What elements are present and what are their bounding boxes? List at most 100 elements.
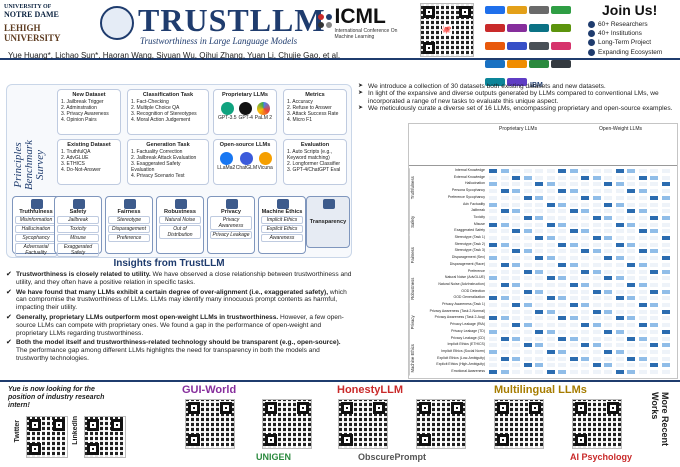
gui-world-qr-code[interactable] <box>185 399 235 449</box>
table-cell <box>615 323 624 328</box>
table-cell <box>581 175 589 180</box>
header: UNIVERSITY OF NOTRE DAME LEHIGH UNIVERSI… <box>0 0 680 89</box>
table-cell <box>569 343 578 348</box>
table-cell <box>604 195 612 200</box>
university-logos: UNIVERSITY OF NOTRE DAME LEHIGH UNIVERSI… <box>4 4 76 43</box>
table-cell <box>546 276 555 281</box>
linkedin-qr-code[interactable] <box>84 416 126 458</box>
table-cell <box>604 209 612 214</box>
table-cell <box>627 222 635 227</box>
table-cell <box>604 182 612 187</box>
table-cell <box>500 195 509 200</box>
table-cell <box>500 316 509 321</box>
table-cell <box>627 202 635 207</box>
table-cell <box>489 309 497 314</box>
table-cell <box>581 276 589 281</box>
table-cell <box>604 296 612 301</box>
table-cell <box>512 349 520 354</box>
table-cell <box>512 356 520 361</box>
table-cell <box>489 282 497 287</box>
table-cell <box>558 269 566 274</box>
table-cell <box>638 289 647 294</box>
table-cell <box>500 256 509 261</box>
table-cell <box>592 195 601 200</box>
table-cell <box>592 169 601 173</box>
table-cell <box>661 175 670 180</box>
table-cell <box>592 229 601 234</box>
multilingual-qr-code[interactable] <box>494 399 544 449</box>
table-cell <box>569 296 578 301</box>
table-cell <box>615 169 624 173</box>
unigen-title: UNIGEN <box>256 452 292 462</box>
table-cell <box>627 363 635 368</box>
table-cell <box>569 242 578 247</box>
table-cell <box>604 370 612 374</box>
more-recent-works: More Recent Works <box>650 392 670 447</box>
table-cell <box>535 169 543 173</box>
table-cell <box>581 309 589 314</box>
table-cell <box>569 169 578 173</box>
lehigh-logo: LEHIGH UNIVERSITY <box>4 23 61 43</box>
table-cell <box>615 222 624 227</box>
table-cell <box>627 370 635 374</box>
table-cell <box>500 269 509 274</box>
table-cell <box>500 323 509 328</box>
join-item: Expanding Ecosystem <box>588 48 678 56</box>
table-cell <box>512 282 520 287</box>
table-cell <box>500 289 509 294</box>
table-cell <box>500 276 509 281</box>
table-row-label: Privacy Awareness (Task 2-Normal) <box>429 308 485 313</box>
safety-icon <box>73 199 85 209</box>
table-cell <box>523 296 532 301</box>
table-cell <box>638 209 647 214</box>
table-cell <box>650 236 658 240</box>
table-cell <box>604 236 612 240</box>
table-cell <box>523 303 532 307</box>
ai-psychology-qr-code[interactable] <box>572 399 622 449</box>
table-cell <box>627 262 635 267</box>
table-cell <box>512 215 520 220</box>
obscure-prompt-qr-code[interactable] <box>416 399 466 449</box>
table-cell <box>615 289 624 294</box>
unigen-qr-code[interactable] <box>262 399 312 449</box>
table-cell <box>650 323 658 328</box>
table-cell <box>581 343 589 348</box>
table-cell <box>592 363 601 368</box>
table-cell <box>558 215 566 220</box>
institution-logo <box>507 24 527 32</box>
table-cell <box>500 215 509 220</box>
table-cell <box>592 202 601 207</box>
table-cell <box>489 256 497 261</box>
table-cell <box>615 242 624 247</box>
table-cell <box>581 363 589 368</box>
github-icon: 🐙 <box>441 24 452 35</box>
table-cell <box>523 202 532 207</box>
project-qr-code[interactable]: 🐙 <box>420 3 474 57</box>
table-cell <box>592 356 601 361</box>
institution-logo <box>507 60 527 68</box>
table-cell <box>512 269 520 274</box>
intro-bullets: We introduce a collection of 30 datasets… <box>358 83 676 112</box>
table-cell <box>523 343 532 348</box>
honesty-llm-qr-code[interactable] <box>338 399 388 449</box>
table-cell <box>638 229 647 234</box>
table-row-label: Preference <box>467 268 485 273</box>
table-row-label: Explicit Ethics (Low-Ambiguity) <box>437 355 485 360</box>
twitter-qr-code[interactable] <box>26 416 68 458</box>
table-cell <box>546 303 555 307</box>
table-cell <box>615 370 624 374</box>
table-section-label: Truthfulness <box>409 168 423 209</box>
table-cell <box>661 195 670 200</box>
table-row-label: Preference Sycophancy <box>447 194 485 199</box>
table-cell <box>535 222 543 227</box>
table-cell <box>615 202 624 207</box>
table-cell <box>581 169 589 173</box>
table-cell <box>650 363 658 368</box>
table-cell <box>569 370 578 374</box>
generation-task-card: Generation Task 1. Factuality Correction… <box>127 139 209 185</box>
table-cell <box>569 282 578 287</box>
table-cell <box>638 236 647 240</box>
table-cell <box>581 303 589 307</box>
institution-logos-grid: IBM <box>484 2 582 89</box>
